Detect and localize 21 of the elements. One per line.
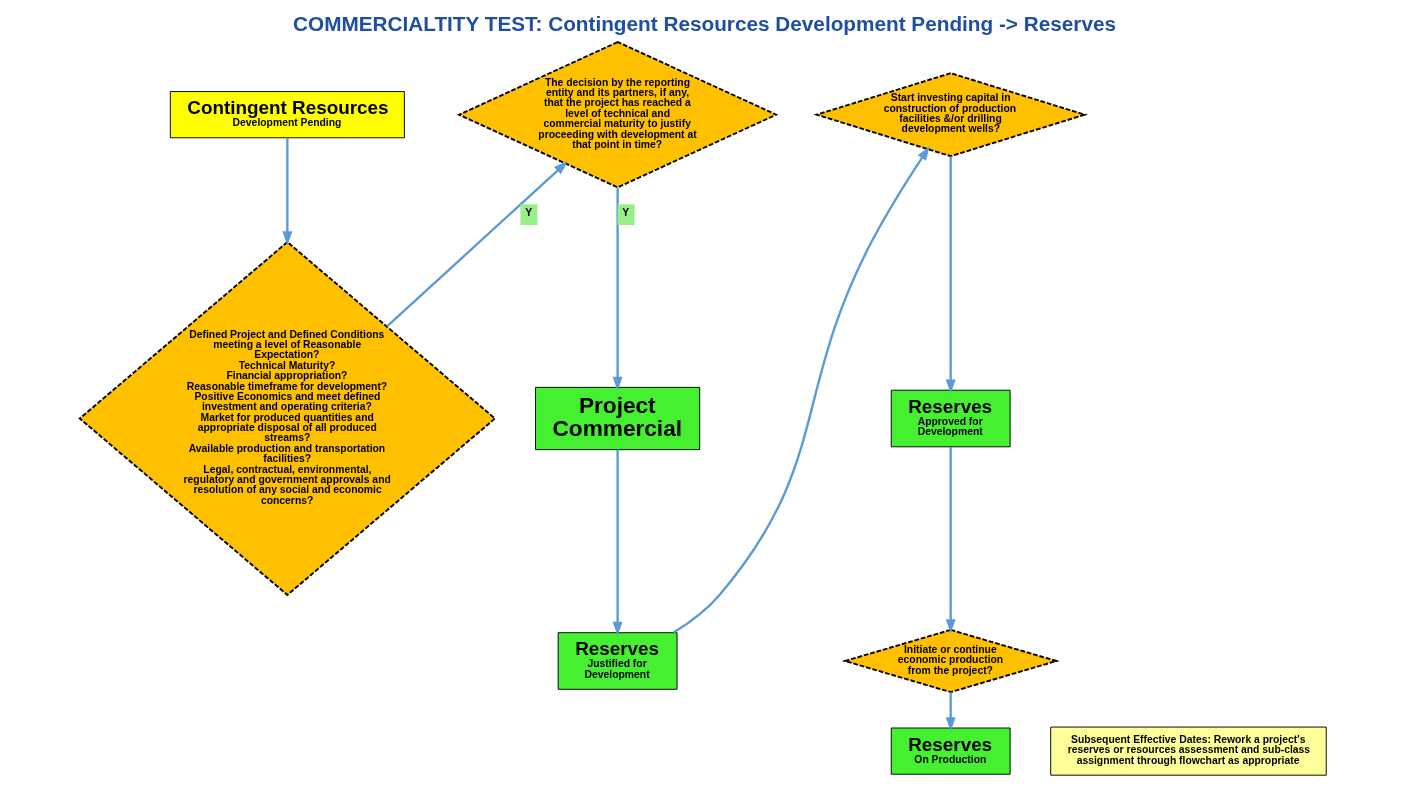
node-box: Contingent Resources Development Pending: [169, 91, 405, 139]
arrow: [612, 187, 623, 391]
arrow: [672, 146, 930, 634]
node-diamond: The decision by the reporting entity and its partners, if any, that the project has reached a level of technical and commercial maturity to justify proceeding with development at that point in time?: [456, 41, 778, 189]
node-box: Project Commercial: [534, 386, 700, 451]
arrow: [385, 161, 568, 328]
node-diamond: Start investing capital in construction of production facilities &/or drilling development wells?: [813, 72, 1088, 158]
node-box: Reserves Approved for Development: [890, 389, 1011, 448]
edge-label: Y: [621, 207, 629, 219]
arrow: [612, 449, 623, 636]
arrow: [945, 692, 956, 732]
node-box: Reserves Justified for Development: [557, 632, 677, 690]
diagram-title: COMMERCIALTITY TEST: Contingent Resources Development Pending -> Reserves: [292, 12, 1116, 36]
node-diamond: Defined Project and Defined Conditions meeting a level of Reasonable Expectation? Technical Maturity? Financial appropriation? Reasonable timeframe for development? Positive Economics and meet defined investment and operating criteria? Market for produced quantities and appropriate disposal of all produced streams? Available production and transportation facilities? Legal, contractual, environmental, regulatory and government approvals and resolution of any social and economic concerns?: [77, 240, 496, 597]
edge-label: Y: [524, 207, 532, 219]
node-box: Reserves On Production: [890, 727, 1011, 775]
arrow: [281, 137, 292, 246]
arrow: [945, 156, 956, 394]
arrow: [945, 447, 956, 634]
node-box: Subsequent Effective Dates: Rework a project's reserves or resources assessment and sub-class assignment through flowchart as appropriate: [1049, 726, 1327, 776]
node-diamond: Initiate or continue economic production from the project?: [841, 628, 1060, 694]
